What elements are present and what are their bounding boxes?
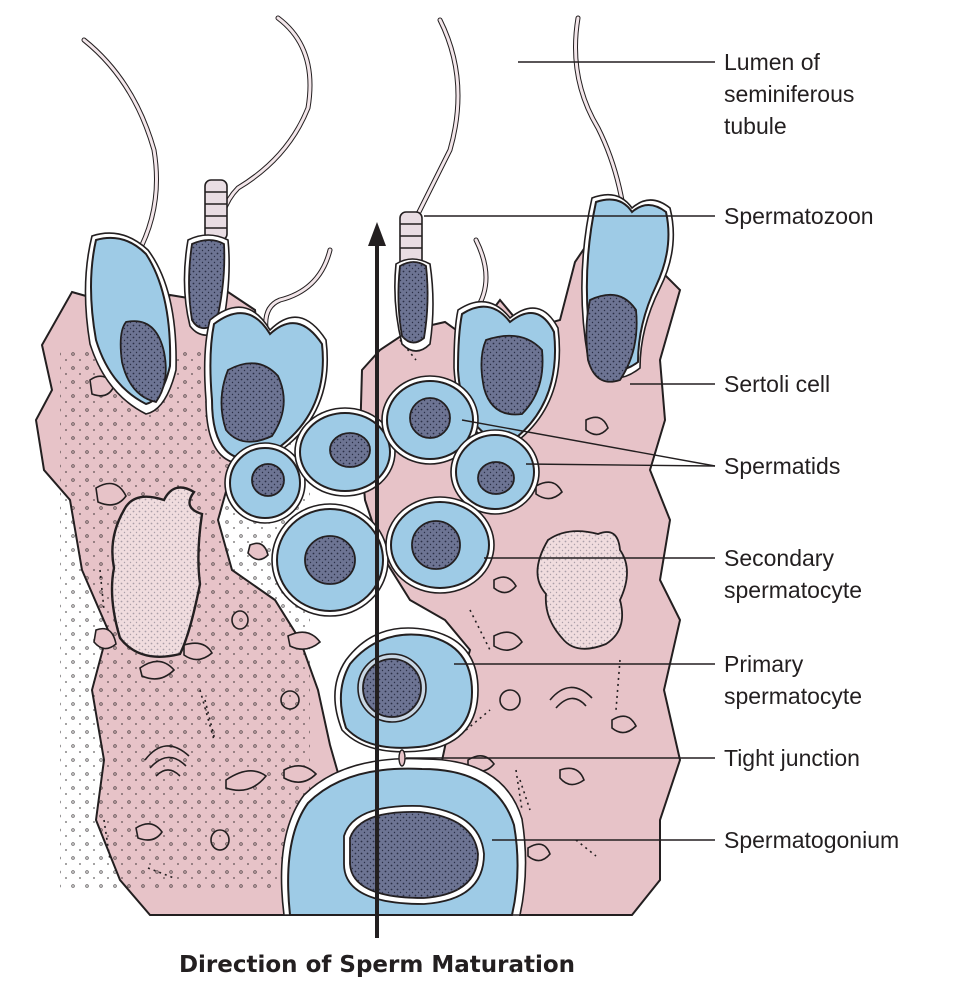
label-spermatozoon: Spermatozoon	[724, 203, 874, 229]
label-primary-spermatocyte: Primary spermatocyte	[724, 651, 862, 709]
label-tight-junction: Tight junction	[724, 745, 860, 771]
leader-lines	[406, 61, 716, 841]
elongated-spermatid-left	[84, 232, 177, 415]
spermatozoon-head-left	[183, 234, 230, 336]
primary-spermatocyte	[334, 627, 479, 753]
spermatid-heart-right	[453, 300, 561, 449]
sertoli-nucleus-right	[536, 530, 628, 650]
label-secondary-line-2: spermatocyte	[724, 577, 862, 603]
label-secondary-spermatocyte: Secondary spermatocyte	[724, 545, 862, 603]
sertoli-nucleus-left	[110, 486, 204, 658]
spermatid-round-1	[224, 442, 306, 524]
label-spermatogonium: Spermatogonium	[724, 827, 899, 853]
label-lumen-line-1: Lumen of	[724, 49, 821, 75]
label-lumen-line-3: tubule	[724, 113, 787, 139]
spermatid-heart-left	[203, 306, 328, 465]
spermatid-round-4	[450, 429, 540, 515]
label-lumen-line-2: seminiferous	[724, 81, 854, 107]
secondary-spermatocyte-right	[385, 496, 495, 594]
label-lumen: Lumen of seminiferous tubule	[724, 49, 854, 139]
spermatid-round-3	[381, 375, 479, 465]
maturation-arrow	[368, 222, 386, 938]
elongated-spermatid-right	[581, 193, 675, 383]
label-sertoli-cell: Sertoli cell	[724, 371, 830, 397]
label-spermatids: Spermatids	[724, 453, 840, 479]
label-primary-line-2: spermatocyte	[724, 683, 862, 709]
label-primary-line-1: Primary	[724, 651, 804, 677]
spermatozoon-head-right	[394, 258, 434, 352]
sertoli-organelles	[89, 333, 637, 879]
secondary-spermatocyte-left	[271, 503, 389, 617]
caption: Direction of Sperm Maturation	[179, 952, 575, 978]
label-secondary-line-1: Secondary	[724, 545, 834, 571]
tight-junction-marker	[398, 749, 406, 767]
spermatid-round-2	[294, 407, 396, 497]
